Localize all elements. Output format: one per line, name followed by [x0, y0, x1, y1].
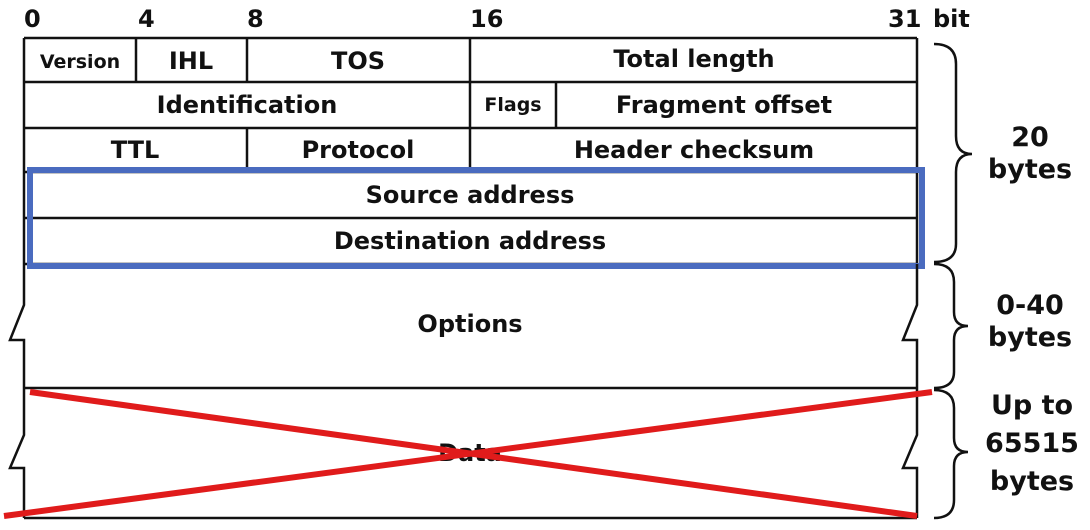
size-header-line1: 20 [1011, 122, 1049, 153]
bit-tick-8: 8 [247, 5, 264, 33]
field-ihl: IHL [169, 47, 213, 75]
field-ttl: TTL [111, 136, 160, 164]
field-version: Version [40, 51, 120, 73]
bit-tick-4: 4 [138, 5, 155, 33]
data-cross-out [3, 389, 933, 519]
field-protocol: Protocol [302, 136, 415, 164]
brace-data [933, 388, 969, 520]
size-options-line1: 0-40 [996, 290, 1064, 321]
field-options: Options [417, 310, 522, 338]
options-section: Options [8, 264, 919, 390]
field-destination-address: Destination address [334, 227, 606, 255]
bit-ruler: 0 4 8 16 31 bit [24, 5, 970, 33]
bit-unit-label: bit [933, 5, 970, 33]
field-fragment-offset: Fragment offset [616, 91, 832, 119]
size-header-line2: bytes [988, 154, 1072, 185]
bit-tick-31: 31 [888, 5, 921, 33]
size-options-line2: bytes [988, 322, 1072, 353]
field-total-length: Total length [613, 45, 774, 73]
address-highlight-box [27, 167, 925, 269]
field-tos: TOS [331, 47, 385, 75]
size-data-line2: 65515 [985, 428, 1079, 459]
field-flags: Flags [484, 94, 541, 116]
brace-header [933, 42, 973, 264]
options-right-tear [901, 264, 919, 388]
size-data-line3: bytes [990, 466, 1074, 497]
bit-tick-0: 0 [24, 5, 41, 33]
brace-options [933, 262, 969, 390]
field-identification: Identification [157, 91, 338, 119]
options-left-tear [8, 264, 26, 388]
field-source-address: Source address [366, 181, 575, 209]
bit-tick-16: 16 [470, 5, 503, 33]
data-right-tear [901, 388, 919, 518]
size-data-line1: Up to [991, 390, 1073, 421]
field-header-checksum: Header checksum [574, 136, 814, 164]
cross-line-b [3, 389, 933, 519]
data-left-tear [8, 388, 26, 518]
